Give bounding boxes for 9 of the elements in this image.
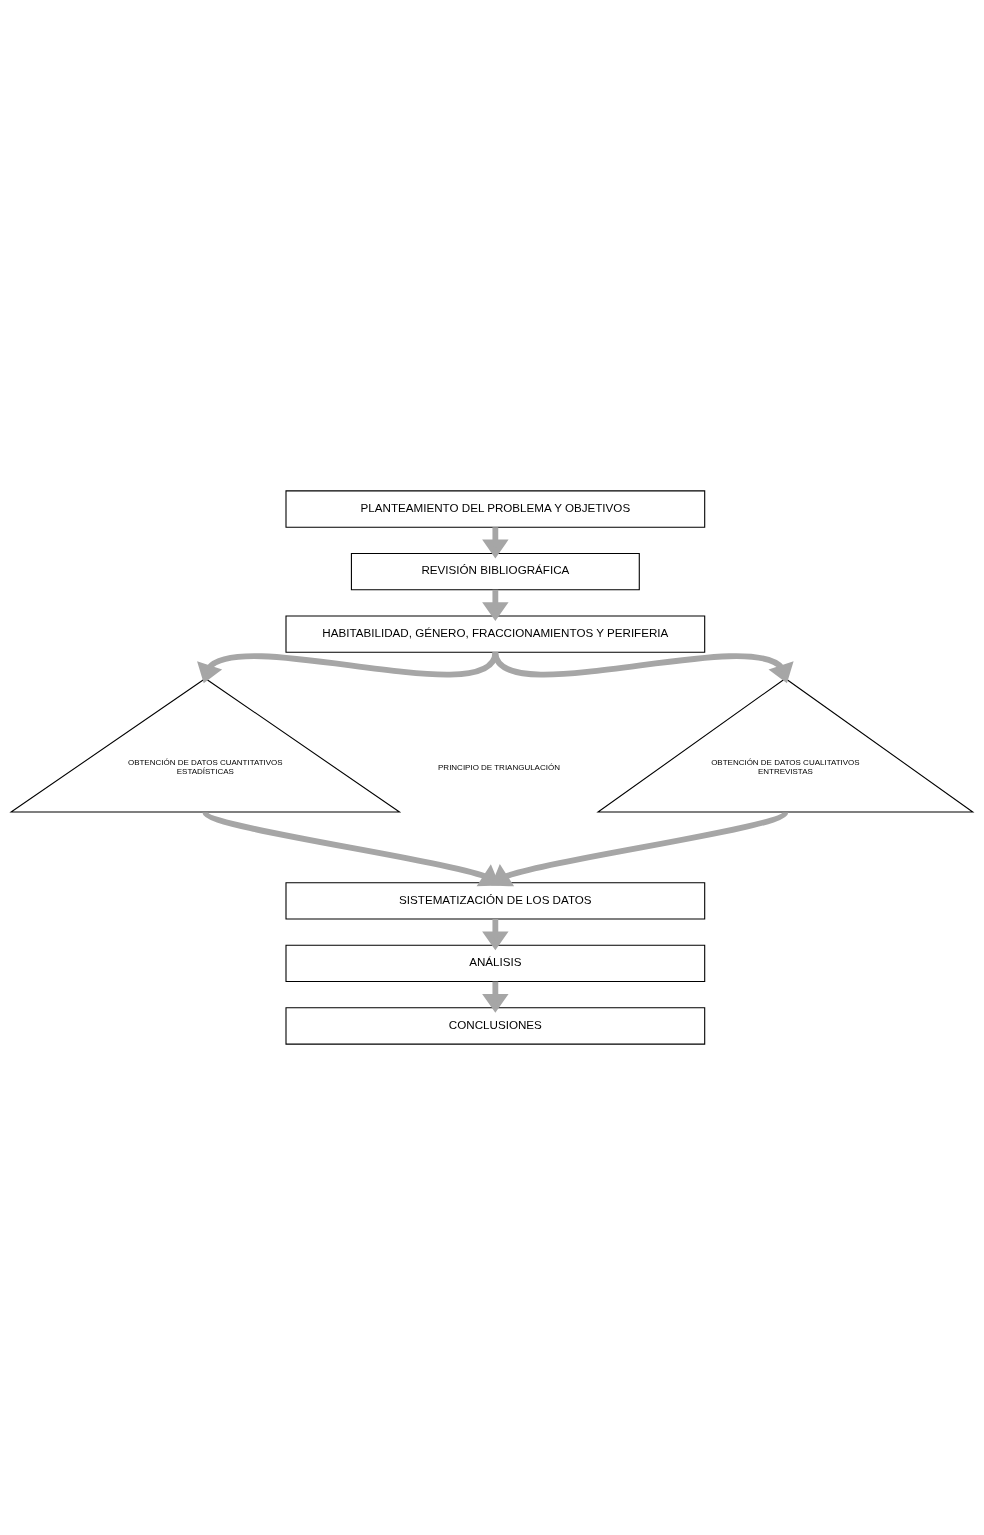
node-box: SISTEMATIZACIÓN DE LOS DATOS: [285, 882, 706, 920]
node-box: PLANTEAMIENTO DEL PROBLEMA Y OBJETIVOS: [285, 490, 706, 528]
node-box: REVISIÓN BIBLIOGRÁFICA: [350, 552, 640, 591]
arrow: [492, 651, 794, 684]
node-box: HABITABILIDAD, GÉNERO, FRACCIONAMIENTOS Y PERIFERIA: [285, 615, 706, 653]
arrow: [491, 810, 788, 887]
node-box: CONCLUSIONES: [285, 1007, 706, 1045]
label: PRINCIPIO DE TRIANGULACIÓN: [438, 762, 560, 772]
node-box: ANÁLISIS: [285, 944, 706, 983]
